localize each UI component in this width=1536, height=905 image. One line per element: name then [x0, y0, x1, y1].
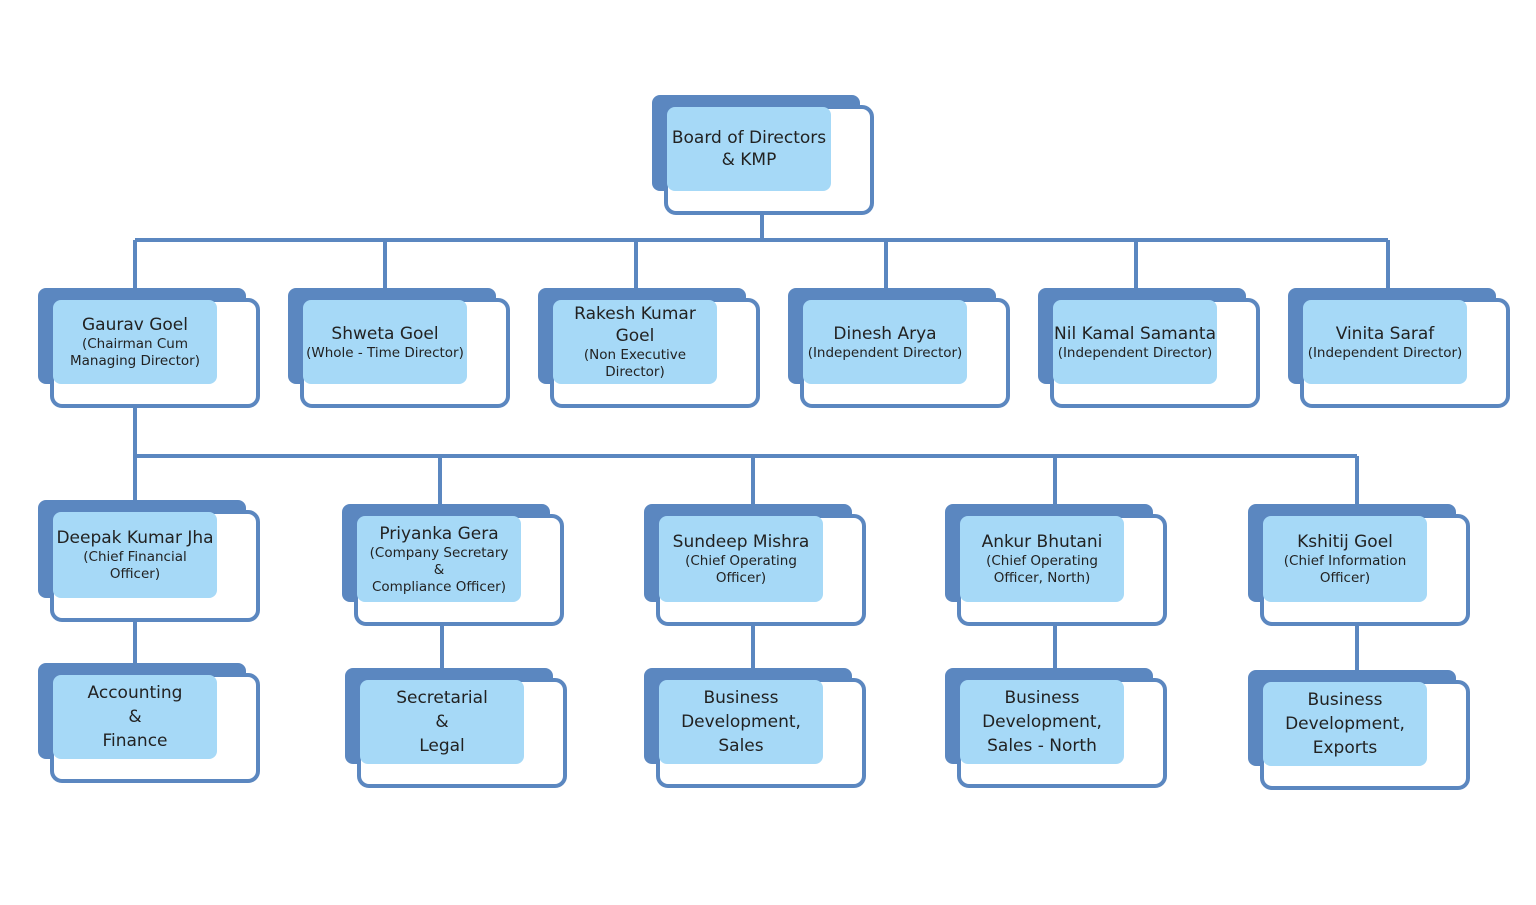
person-name: Vinita Saraf — [1335, 323, 1435, 344]
box-label-panel: Gaurav Goel(Chairman Cum Managing Direct… — [53, 300, 217, 384]
unit-box-4: Business Development, Sales - North — [945, 668, 1167, 788]
person-role: (Chief Operating Officer, North) — [986, 553, 1098, 586]
person-role: (Whole - Time Director) — [306, 344, 464, 361]
director-box-6: Vinita Saraf(Independent Director) — [1288, 288, 1510, 408]
person-role: (Independent Director) — [807, 344, 963, 361]
director-box-2: Shweta Goel(Whole - Time Director) — [288, 288, 510, 408]
box-label-panel: Dinesh Arya(Independent Director) — [803, 300, 967, 384]
director-box-3: Rakesh Kumar Goel(Non Executive Director… — [538, 288, 760, 408]
box-label-panel: Business Development, Exports — [1263, 682, 1427, 766]
person-role: (Chief Operating Officer) — [685, 553, 797, 586]
person-name: Sundeep Mishra — [672, 532, 810, 552]
person-role: (Chairman Cum Managing Director) — [70, 336, 200, 369]
box-label-panel: Secretarial & Legal — [360, 680, 524, 764]
person-name: Priyanka Gera — [379, 523, 499, 544]
person-name: Kshitij Goel — [1297, 532, 1393, 552]
unit-box-2: Secretarial & Legal — [345, 668, 567, 788]
officer-box-5: Kshitij Goel(Chief Information Officer) — [1248, 504, 1470, 626]
person-role: (Independent Director) — [1057, 344, 1213, 361]
box-label-panel: Rakesh Kumar Goel(Non Executive Director… — [553, 300, 717, 384]
unit-box-5: Business Development, Exports — [1248, 670, 1470, 790]
box-label-panel: Business Development, Sales — [659, 680, 823, 764]
box-label-panel: Kshitij Goel(Chief Information Officer) — [1263, 516, 1427, 602]
unit-box-1: Accounting & Finance — [38, 663, 260, 783]
person-role: (Independent Director) — [1307, 344, 1463, 361]
officer-box-3: Sundeep Mishra(Chief Operating Officer) — [644, 504, 866, 626]
person-name: Board of Directors & KMP — [671, 128, 827, 170]
box-label-panel: Business Development, Sales - North — [960, 680, 1124, 764]
person-role: (Chief Information Officer) — [1283, 553, 1407, 586]
officer-box-2: Priyanka Gera(Company Secretary & Compli… — [342, 504, 564, 626]
officer-box-1: Deepak Kumar Jha(Chief Financial Officer… — [38, 500, 260, 622]
box-label-panel: Accounting & Finance — [53, 675, 217, 759]
box-label-panel: Vinita Saraf(Independent Director) — [1303, 300, 1467, 384]
person-name: Nil Kamal Samanta — [1054, 323, 1216, 344]
person-name: Secretarial & Legal — [396, 688, 488, 756]
root-box-board: Board of Directors & KMP — [652, 95, 874, 215]
director-box-1: Gaurav Goel(Chairman Cum Managing Direct… — [38, 288, 260, 408]
person-name: Business Development, Sales — [681, 688, 801, 756]
unit-box-3: Business Development, Sales — [644, 668, 866, 788]
person-name: Dinesh Arya — [833, 323, 937, 344]
director-box-4: Dinesh Arya(Independent Director) — [788, 288, 1010, 408]
person-name: Accounting & Finance — [87, 683, 183, 751]
person-role: (Chief Financial Officer) — [83, 549, 187, 582]
person-name: Deepak Kumar Jha — [56, 528, 214, 548]
person-role: (Non Executive Director) — [583, 347, 687, 380]
person-name: Ankur Bhutani — [981, 532, 1103, 552]
person-name: Shweta Goel — [331, 323, 439, 344]
person-name: Business Development, Sales - North — [982, 688, 1102, 756]
box-label-panel: Deepak Kumar Jha(Chief Financial Officer… — [53, 512, 217, 598]
box-label-panel: Priyanka Gera(Company Secretary & Compli… — [357, 516, 521, 602]
person-name: Gaurav Goel — [82, 315, 188, 335]
box-label-panel: Board of Directors & KMP — [667, 107, 831, 191]
person-role: (Company Secretary & Compliance Officer) — [369, 544, 509, 595]
box-label-panel: Ankur Bhutani(Chief Operating Officer, N… — [960, 516, 1124, 602]
box-label-panel: Shweta Goel(Whole - Time Director) — [303, 300, 467, 384]
officer-box-4: Ankur Bhutani(Chief Operating Officer, N… — [945, 504, 1167, 626]
director-box-5: Nil Kamal Samanta(Independent Director) — [1038, 288, 1260, 408]
box-label-panel: Nil Kamal Samanta(Independent Director) — [1053, 300, 1217, 384]
box-label-panel: Sundeep Mishra(Chief Operating Officer) — [659, 516, 823, 602]
person-name: Business Development, Exports — [1285, 690, 1405, 758]
person-name: Rakesh Kumar Goel — [574, 304, 696, 346]
